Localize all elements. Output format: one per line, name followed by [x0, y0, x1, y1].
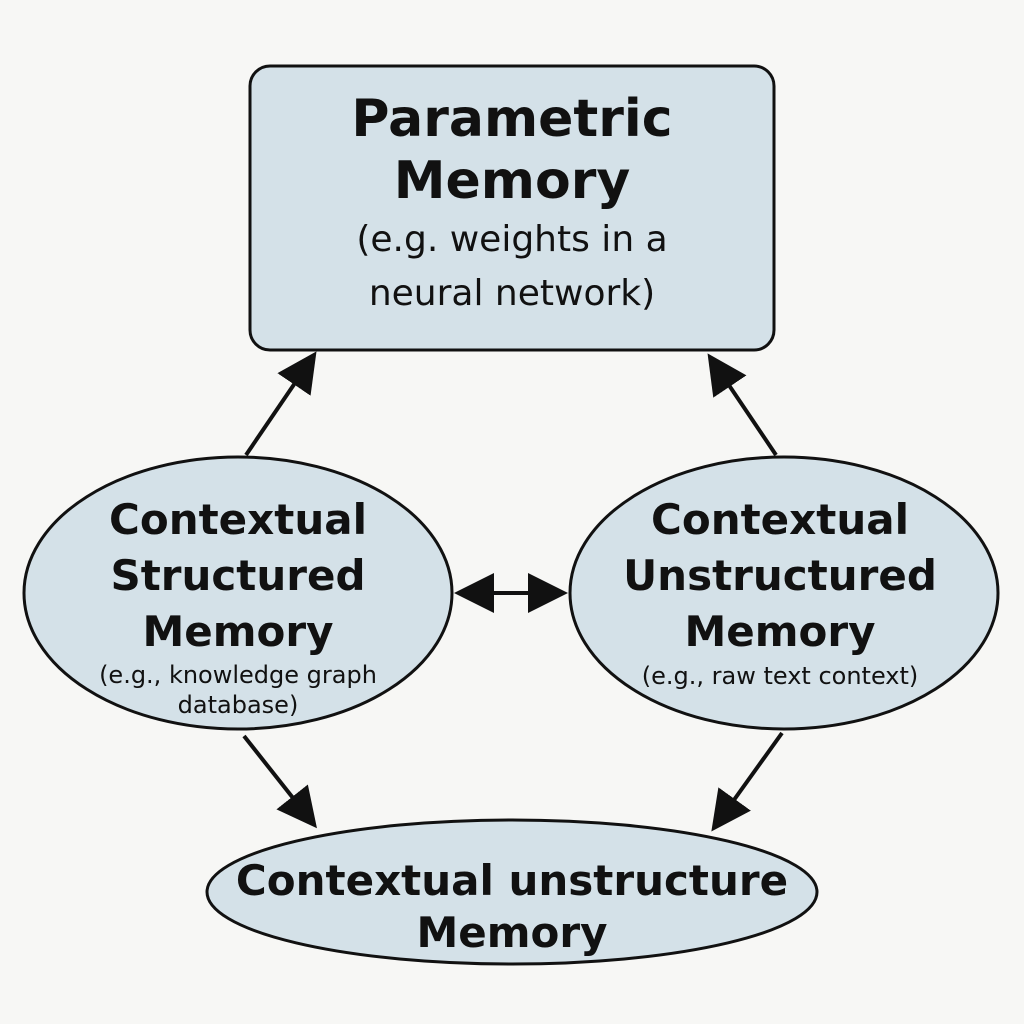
- unstructured-title-line-3: Memory: [684, 607, 876, 656]
- parametric-title-line-1: Parametric: [351, 89, 673, 149]
- arrow-structured-to-parametric: [244, 351, 317, 457]
- parametric-memory-box: [248, 64, 776, 352]
- structured-example-line-2: database): [177, 691, 299, 719]
- bottom-memory-label: Contextual unstructure Memory: [212, 855, 812, 959]
- structured-example-line-1: (e.g., knowledge graph: [99, 661, 377, 689]
- structured-memory-ellipse: [22, 455, 454, 731]
- arrow-structured-to-bottom: [242, 734, 317, 829]
- parametric-title-line-2: Memory: [393, 151, 631, 211]
- arrow-unstructured-to-parametric: [707, 353, 778, 457]
- unstructured-example-line-1: (e.g., raw text context): [641, 662, 919, 690]
- unstructured-title-line-2: Unstructured: [623, 551, 937, 600]
- structured-memory-label: Contextual Structured Memory (e.g., know…: [38, 492, 438, 720]
- unstructured-memory-label: Contextual Unstructured Memory (e.g., ra…: [580, 492, 980, 692]
- bottom-title-line-1: Contextual unstructure: [235, 856, 789, 905]
- unstructured-memory-ellipse: [568, 455, 1000, 731]
- parametric-example-line-1: (e.g. weights in a: [356, 219, 668, 260]
- bottom-title-line-2: Memory: [416, 908, 608, 957]
- parametric-memory-label: Parametric Memory (e.g. weights in a neu…: [250, 88, 774, 320]
- unstructured-title-line-1: Contextual: [651, 495, 909, 544]
- structured-title-line-1: Contextual: [109, 495, 367, 544]
- arrow-unstructured-to-bottom: [711, 731, 784, 832]
- bottom-memory-ellipse: [205, 818, 819, 966]
- parametric-example-line-2: neural network): [368, 273, 656, 314]
- structured-title-line-2: Structured: [110, 551, 366, 600]
- structured-title-line-3: Memory: [142, 607, 334, 656]
